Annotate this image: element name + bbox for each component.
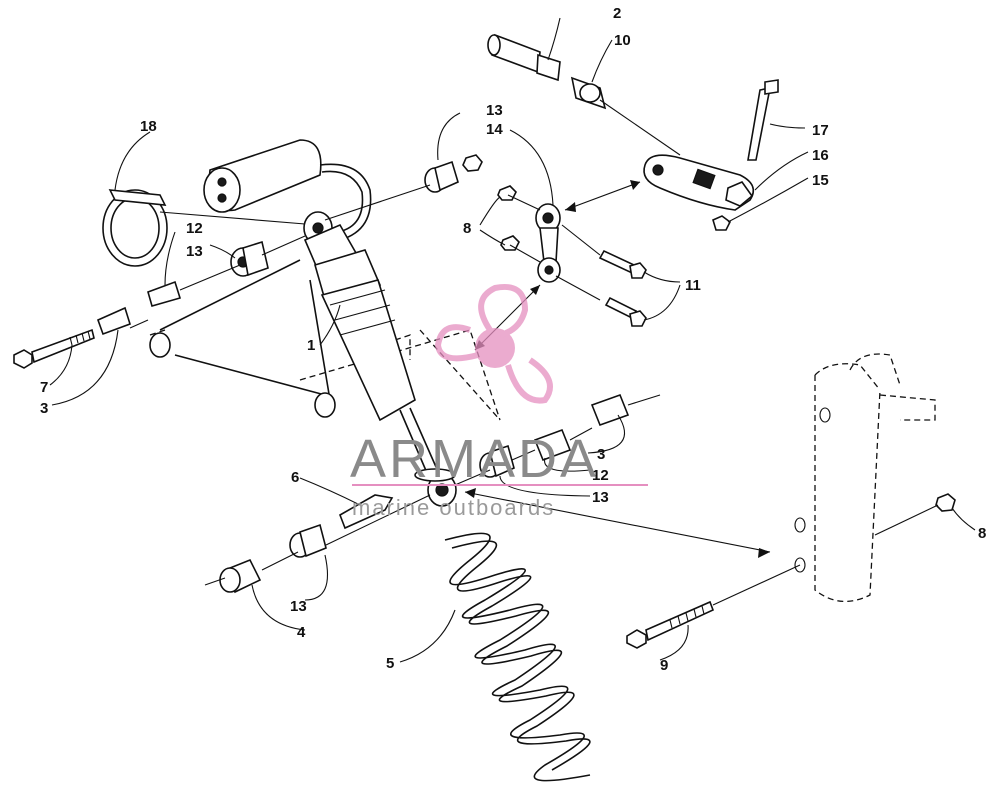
watermark-brand: ARMADA: [350, 429, 599, 489]
bolt-lower-right: [626, 600, 715, 649]
steering-arm: [643, 79, 779, 231]
callout-11: 11: [685, 277, 701, 294]
callout-7: 7: [40, 379, 48, 396]
watermark-tagline: marine outboards: [352, 495, 555, 520]
spring-adjuster: [339, 468, 456, 530]
callout-1: 1: [307, 337, 315, 354]
callout-13d: 13: [290, 598, 307, 615]
callout-12a: 12: [186, 220, 203, 237]
callout-9: 9: [660, 657, 668, 674]
leader-lines: [49, 17, 976, 663]
callout-5: 5: [386, 655, 394, 672]
callout-13b: 13: [186, 243, 203, 260]
mounting-bracket: [794, 353, 936, 602]
callout-4: 4: [297, 624, 306, 641]
callout-8b: 8: [978, 525, 986, 542]
assembly-axis-lines: [129, 99, 939, 606]
callout-13a: 13: [486, 102, 503, 119]
callout-17: 17: [812, 122, 829, 139]
callout-15: 15: [812, 172, 829, 189]
callout-6: 6: [291, 469, 299, 486]
callout-16: 16: [812, 147, 829, 164]
shock-reservoir-canister: [203, 139, 372, 241]
callout-10: 10: [614, 32, 631, 49]
frame-a-arm: [149, 259, 501, 421]
bolt-upper-left: [13, 328, 95, 369]
callout-labels: 2 10 18 13 14 17 16 15 12 13 8 11 1 7 3 …: [40, 5, 986, 674]
callout-3a: 3: [40, 400, 48, 417]
callout-12b: 12: [592, 467, 609, 484]
upper-rod-end: [487, 33, 607, 110]
callout-18: 18: [140, 118, 157, 135]
reservoir-clamp: [102, 189, 168, 267]
propeller-logo-icon: [434, 284, 553, 404]
shock-absorber: [303, 211, 441, 481]
lower-bushings: [219, 393, 630, 594]
callout-14: 14: [486, 121, 503, 138]
coil-spring: [444, 532, 591, 782]
callout-8a: 8: [463, 220, 471, 237]
callout-2: 2: [613, 5, 621, 22]
callout-13c: 13: [592, 489, 609, 506]
upper-bushings: [96, 154, 483, 336]
callout-3b: 3: [597, 446, 605, 463]
watermark: ARMADA marine outboards: [350, 284, 648, 520]
lock-nut-right: [935, 493, 956, 512]
